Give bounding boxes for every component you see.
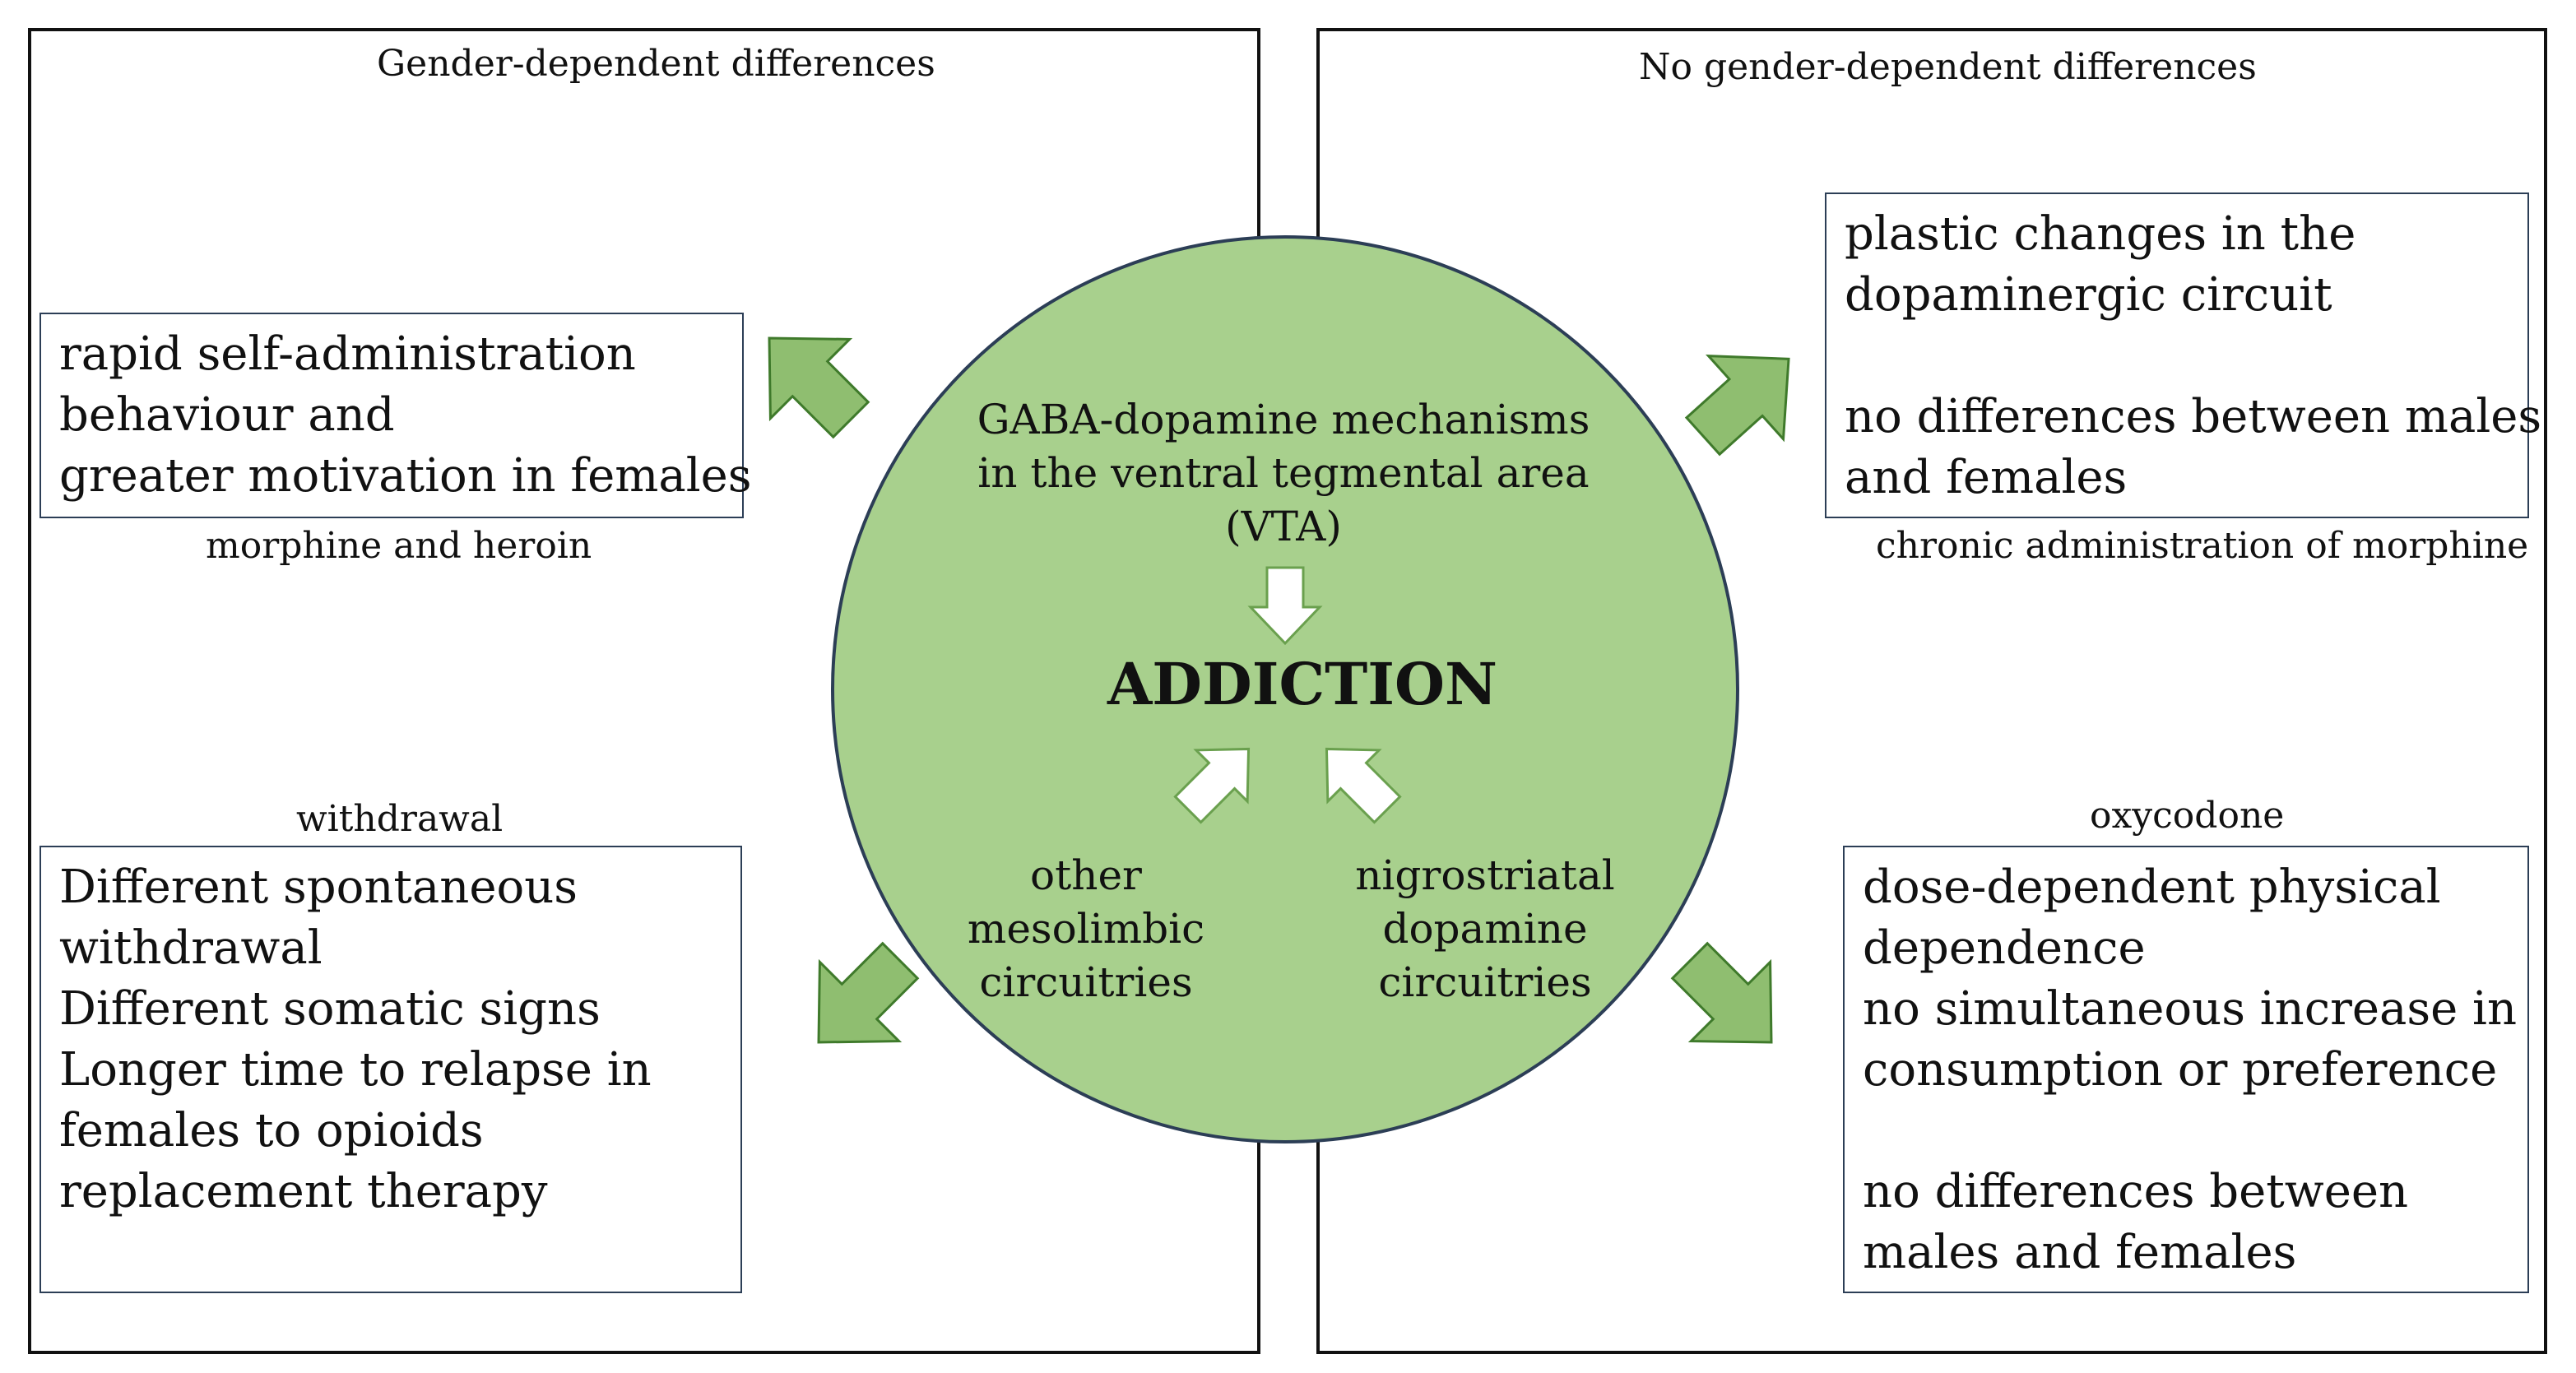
addiction-label: ADDICTION [1107,650,1497,718]
right-top-line-1: plastic changes in the [1845,207,2356,261]
arrow-to-bottom-left [817,941,920,1044]
right-top-line-4: no differences between males [1845,390,2542,443]
arrow-to-top-right [1684,354,1790,457]
vta-line-1: GABA-dopamine mechanisms [977,396,1590,443]
right-bottom-box: dose-dependent physical dependence no si… [1843,846,2529,1293]
vta-mechanism-text: GABA-dopamine mechanisms in the ventral … [954,393,1613,554]
arrow-mesolimbic-to-addiction [1173,747,1251,824]
vta-line-3: (VTA) [1225,503,1342,550]
left-bottom-line-3: Different somatic signs [59,982,601,1036]
right-bottom-line-1: dose-dependent physical [1863,860,2441,914]
left-top-caption: morphine and heroin [206,525,592,567]
arrow-to-top-left [768,336,870,439]
left-bottom-caption: withdrawal [296,798,504,840]
left-bottom-line-5: females to opioids [59,1104,484,1157]
right-bottom-line-2: dependence [1863,921,2146,975]
left-bottom-line-2: withdrawal [59,921,323,975]
mesolimbic-line-3: circuitries [979,958,1193,1006]
left-top-box: rapid self-administration behaviour and … [39,313,752,518]
mesolimbic-text: other mesolimbic circuitries [946,849,1226,1009]
center-circle [831,235,1739,1143]
nigrostriatal-text: nigrostriatal dopamine circuitries [1349,849,1621,1009]
nigrostriatal-line-2: dopamine [1382,905,1588,953]
right-bottom-line-6: no differences between [1863,1165,2409,1218]
mesolimbic-line-2: mesolimbic [967,905,1205,953]
right-bottom-caption: oxycodone [2090,795,2285,837]
left-top-line-1: rapid self-administration [59,327,636,381]
right-top-line-2: dopaminergic circuit [1845,268,2332,322]
arrow-nigrostriatal-to-addiction [1325,747,1402,824]
left-top-line-3: greater motivation in females [59,449,752,503]
left-bottom-line-6: replacement therapy [59,1165,548,1218]
right-bottom-line-3: no simultaneous increase in [1863,982,2518,1036]
left-panel-title: Gender-dependent differences [377,43,935,85]
left-bottom-line-1: Different spontaneous [59,860,578,914]
right-top-line-5: and females [1845,451,2128,504]
right-top-box: plastic changes in the dopaminergic circ… [1825,192,2542,518]
right-bottom-line-7: males and females [1863,1226,2297,1279]
nigrostriatal-line-3: circuitries [1378,958,1592,1006]
arrow-to-bottom-right [1670,941,1773,1044]
mesolimbic-line-1: other [1030,851,1142,899]
arrow-vta-to-addiction [1247,566,1323,646]
left-top-line-2: behaviour and [59,388,395,442]
vta-line-2: in the ventral tegmental area [977,449,1590,497]
left-bottom-box: Different spontaneous withdrawal Differe… [39,846,742,1293]
right-bottom-line-4: consumption or preference [1863,1043,2498,1097]
right-panel-title: No gender-dependent differences [1639,46,2257,88]
nigrostriatal-line-1: nigrostriatal [1355,851,1615,899]
right-top-caption: chronic administration of morphine [1876,525,2529,567]
left-bottom-line-4: Longer time to relapse in [59,1043,652,1097]
